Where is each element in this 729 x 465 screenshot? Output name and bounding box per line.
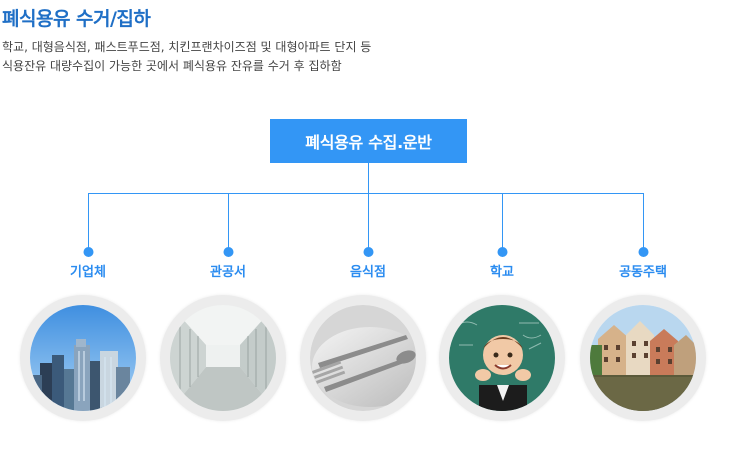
connector-dot xyxy=(497,247,508,257)
connector-dot xyxy=(363,247,374,257)
connector-dot xyxy=(83,247,94,257)
government-photo xyxy=(160,295,286,421)
description-line-1: 학교, 대형음식점, 패스트푸드점, 치킨프랜차이즈점 및 대형아파트 단지 등 xyxy=(2,40,372,54)
description: 학교, 대형음식점, 패스트푸드점, 치킨프랜차이즈점 및 대형아파트 단지 등… xyxy=(2,38,371,76)
cutlery-image xyxy=(310,305,416,411)
main-process-box: 폐식용유 수집.운반 xyxy=(270,119,467,163)
restaurant-photo xyxy=(300,295,426,421)
canal-houses-image xyxy=(590,305,696,411)
connector-dot xyxy=(638,247,649,257)
category-label-government: 관공서 xyxy=(210,265,246,280)
category-label-restaurant: 음식점 xyxy=(350,265,386,280)
category-label-business: 기업체 xyxy=(70,265,106,280)
apartment-photo xyxy=(580,295,706,421)
school-photo xyxy=(439,295,565,421)
category-label-school: 학교 xyxy=(490,265,514,280)
business-photo xyxy=(20,295,146,421)
office-corridor-image xyxy=(170,305,276,411)
category-label-apartment: 공동주택 xyxy=(619,265,667,280)
city-skyline-image xyxy=(30,305,136,411)
connector-dot xyxy=(223,247,234,257)
page-title: 폐식용유 수거/집하 xyxy=(2,8,151,30)
schoolboy-chalkboard-image xyxy=(449,305,555,411)
description-line-2: 식용잔유 대량수집이 가능한 곳에서 폐식용유 잔유를 수거 후 집하함 xyxy=(2,59,342,73)
